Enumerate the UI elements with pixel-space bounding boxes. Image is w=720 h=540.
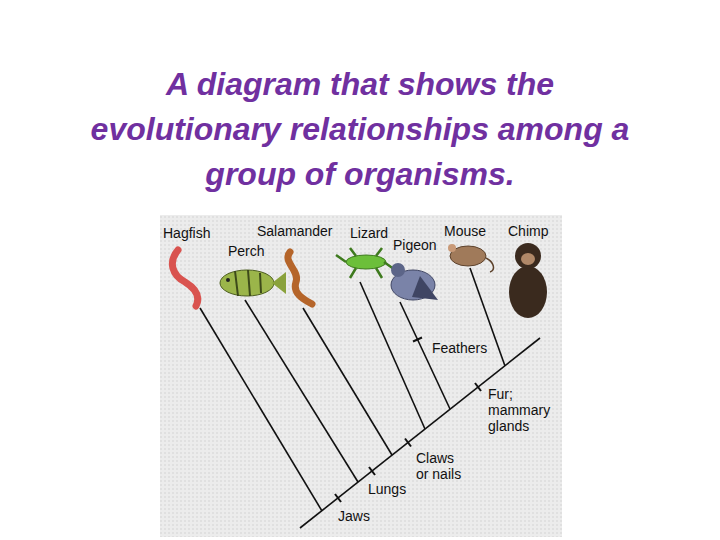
perch-picture <box>220 270 286 296</box>
trait-label: Jaws <box>338 508 370 524</box>
trait-label: Lungs <box>368 481 406 497</box>
organism-name: Lizard <box>350 225 388 241</box>
organism-name: Hagfish <box>163 225 210 241</box>
organism-name: Perch <box>228 243 265 259</box>
organism-name: Salamander <box>257 223 333 239</box>
salamander-picture <box>288 252 312 304</box>
trait-label: Feathers <box>432 340 487 356</box>
pigeon-picture <box>391 263 438 300</box>
trait-ticks <box>335 338 481 503</box>
lizard-picture <box>336 248 398 278</box>
organism-name: Mouse <box>444 223 486 239</box>
figure-background <box>160 215 562 537</box>
organism-name: Pigeon <box>393 237 437 253</box>
hagfish-picture <box>172 250 197 306</box>
trait-label: Fur; mammary glands <box>488 386 554 434</box>
slide-title: A diagram that shows the evolutionary re… <box>78 62 643 197</box>
organism-name: Chimp <box>508 223 548 239</box>
chimp-picture <box>509 243 547 318</box>
trait-label: Claws or nails <box>416 450 470 482</box>
slide-title-box: A diagram that shows the evolutionary re… <box>0 62 720 197</box>
